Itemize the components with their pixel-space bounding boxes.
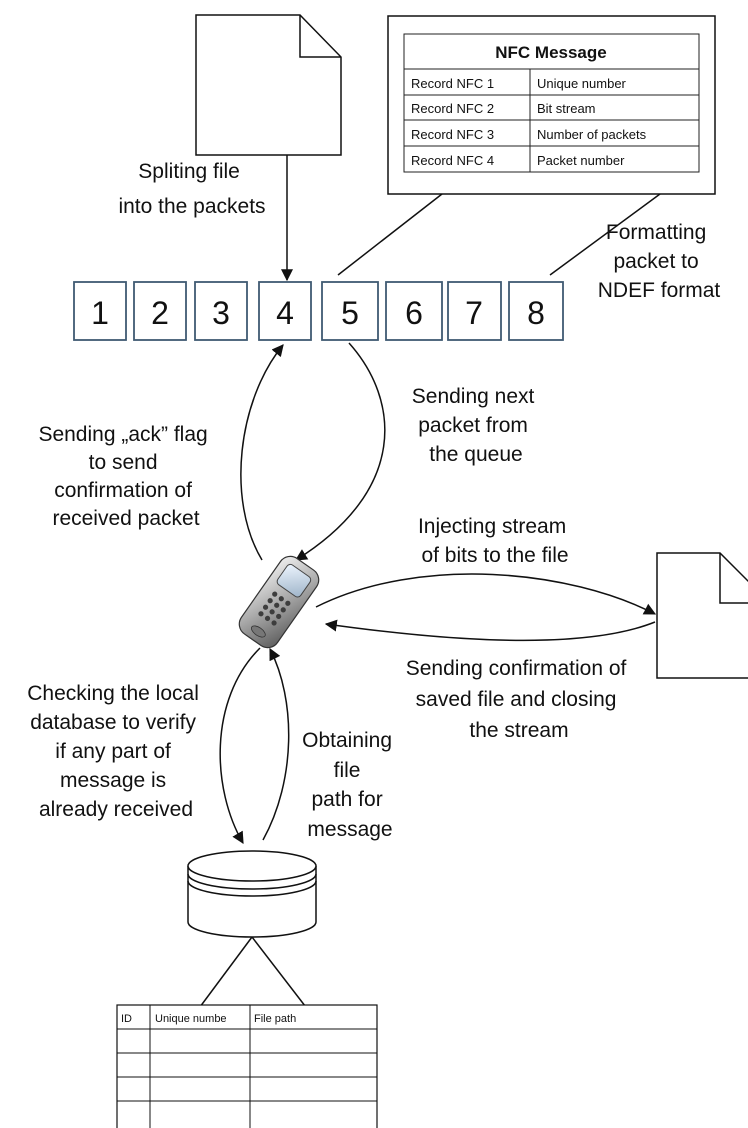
packet-box — [73, 281, 127, 341]
packet-box — [447, 281, 502, 341]
splitting-label: Spliting file into the packets — [118, 160, 265, 218]
obtaining-label: Obtaining file path for message — [302, 729, 398, 841]
packet-queue: 1 2 3 4 5 6 7 8 — [73, 281, 564, 341]
packet-number: 2 — [151, 295, 169, 331]
inject-arrow — [315, 573, 657, 615]
nfc-record-name: Record NFC 3 — [411, 127, 494, 142]
source-file-icon — [195, 14, 342, 156]
packet-number: 3 — [212, 295, 230, 331]
table-header-file-path: File path — [254, 1013, 296, 1025]
db-to-table-line — [251, 936, 313, 1016]
ack-label: Sending „ack” flag to send confirmation … — [38, 423, 213, 530]
nfc-message-box: NFC Message Record NFC 1 Unique number R… — [387, 15, 716, 195]
table-header-id: ID — [121, 1013, 132, 1025]
packet-box — [385, 281, 443, 341]
packet-box — [194, 281, 248, 341]
ack-arrow — [240, 344, 284, 561]
packet-box — [133, 281, 187, 341]
nfc-message-title: NFC Message — [495, 43, 606, 62]
nfc-record-name: Record NFC 4 — [411, 153, 494, 168]
next-packet-arrow — [294, 342, 386, 561]
database-icon — [187, 850, 317, 938]
formatting-label: Formatting packet to NDEF format — [598, 221, 721, 302]
phone-icon — [238, 555, 320, 649]
checking-label: Checking the local database to verify if… — [27, 682, 204, 821]
nfc-record-name: Record NFC 2 — [411, 101, 494, 116]
confirmation-arrow — [324, 619, 656, 642]
table-header-unique-number: Unique numbe — [155, 1013, 227, 1025]
confirmation-label: Sending confirmation of saved file and c… — [406, 657, 632, 742]
checking-arrow — [219, 647, 261, 845]
packet-box — [321, 281, 379, 341]
message-to-packet-line — [549, 193, 661, 276]
db-to-table-line — [193, 936, 253, 1016]
packet-box — [508, 281, 564, 341]
packet-number: 4 — [276, 295, 294, 331]
output-file-icon — [656, 552, 748, 679]
packet-number: 8 — [527, 295, 545, 331]
packet-box — [258, 281, 312, 341]
packet-number: 5 — [341, 295, 359, 331]
nfc-record-content: Unique number — [537, 76, 627, 91]
nfc-record-content: Number of packets — [537, 127, 647, 142]
local-db-table: ID Unique numbe File path — [116, 1004, 378, 1128]
packet-number: 1 — [91, 295, 109, 331]
packet-number: 7 — [465, 295, 483, 331]
injecting-label: Injecting stream of bits to the file — [418, 515, 572, 567]
nfc-record-content: Bit stream — [537, 101, 596, 116]
packet-number: 6 — [405, 295, 423, 331]
obtaining-arrow — [262, 647, 290, 841]
message-to-packet-line — [337, 193, 443, 276]
nfc-record-content: Packet number — [537, 153, 625, 168]
next-packet-label: Sending next packet from the queue — [412, 385, 540, 466]
nfc-record-name: Record NFC 1 — [411, 76, 494, 91]
